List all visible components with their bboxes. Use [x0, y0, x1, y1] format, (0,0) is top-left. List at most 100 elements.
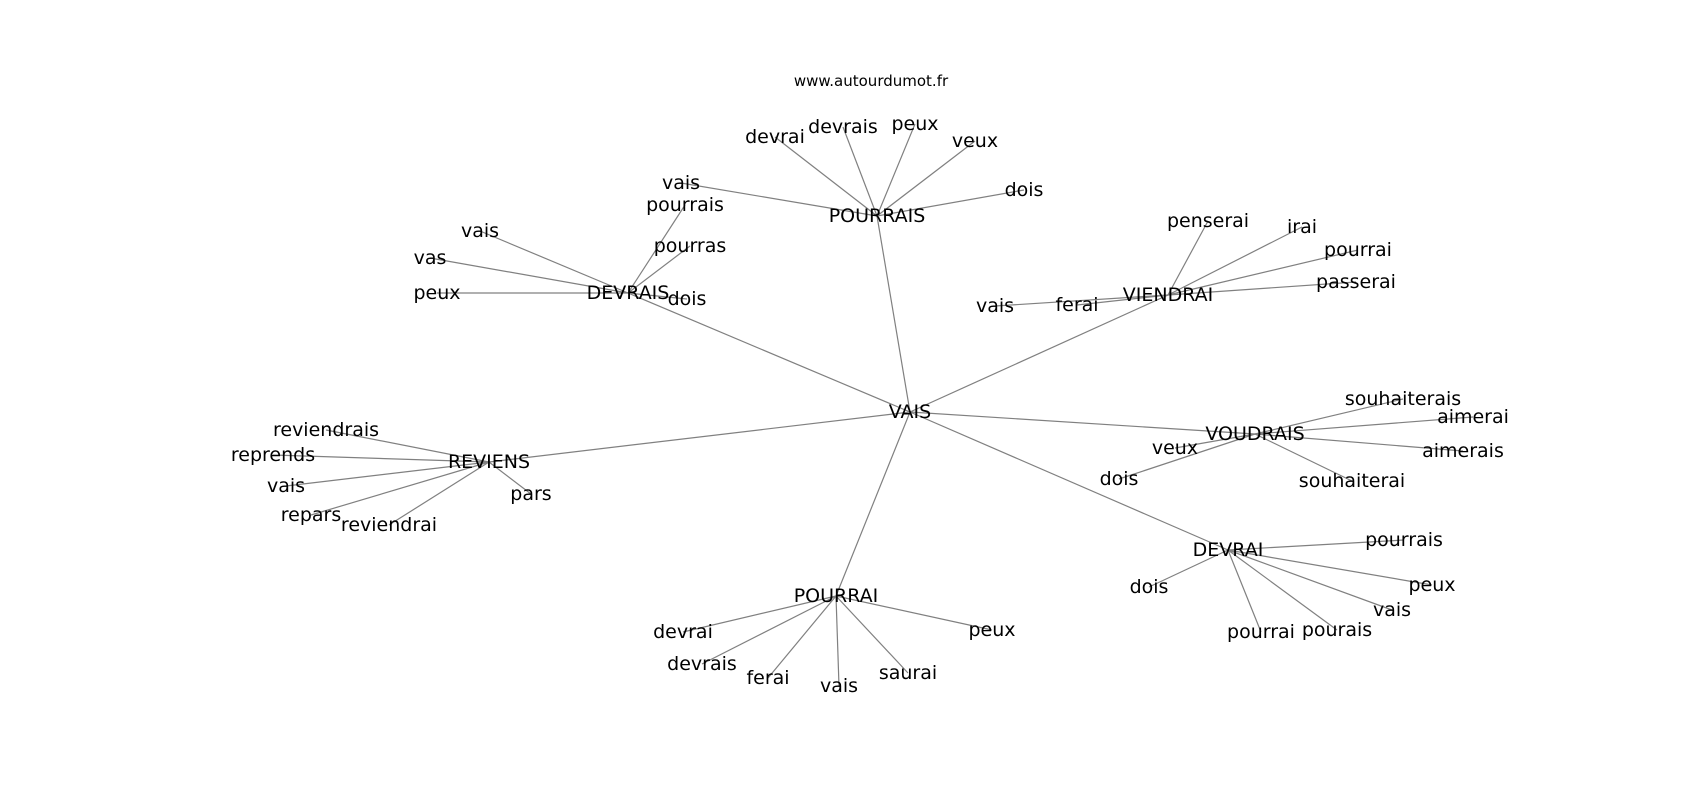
- edge-voudrais-veux: [1174, 433, 1256, 449]
- hub-node-pourrai: POURRAI: [794, 585, 879, 607]
- leaf-node-voudrais-veux: veux: [1152, 437, 1198, 459]
- edge-pourrai-peux: [835, 595, 993, 631]
- leaf-node-devrais-pourras: pourras: [654, 235, 727, 257]
- leaf-node-devrai-pourrai: pourrai: [1227, 621, 1295, 643]
- hub-node-pourrais: POURRAIS: [829, 205, 926, 227]
- edge-voudrais-dois: [1118, 433, 1256, 480]
- edge-root-pourrais: [876, 215, 911, 413]
- leaf-node-devrai-pourais: pourais: [1302, 619, 1372, 641]
- edge-pourrai-ferai: [767, 595, 837, 679]
- hub-node-reviens: REVIENS: [448, 451, 530, 473]
- leaf-node-pourrai-saurai: saurai: [879, 662, 937, 684]
- edge-pourrais-vais: [680, 182, 878, 217]
- edge-devrai-peux: [1227, 549, 1433, 586]
- root-node-vais: VAIS: [889, 401, 931, 423]
- edge-pourrais-devrai: [774, 136, 878, 217]
- leaf-node-viendrai-penserai: penserai: [1167, 210, 1249, 232]
- edge-reviens-reviendrai: [388, 461, 490, 526]
- hub-node-viendrai: VIENDRAI: [1123, 284, 1213, 306]
- leaf-node-devrai-vais: vais: [1373, 599, 1411, 621]
- edge-devrais-pourrais: [627, 204, 686, 294]
- edge-devrais-vas: [429, 257, 629, 294]
- leaf-node-devrais-pourrais: pourrais: [646, 194, 724, 216]
- edge-viendrai-passerai: [1167, 281, 1357, 296]
- edge-root-reviens: [488, 411, 911, 463]
- edge-devrai-dois: [1148, 549, 1229, 588]
- edge-devrai-pourais: [1227, 549, 1338, 631]
- edge-voudrais-aimerai: [1254, 416, 1474, 435]
- leaf-node-voudrais-souhaiterai: souhaiterai: [1299, 470, 1405, 492]
- edge-pourrais-dois: [876, 189, 1025, 217]
- leaf-node-reviens-repars: repars: [281, 504, 342, 526]
- edge-viendrai-pourrai: [1167, 249, 1359, 296]
- edge-viendrai-penserai: [1167, 220, 1209, 296]
- edge-pourrai-vais: [835, 595, 840, 687]
- graph-edges: [272, 123, 1474, 687]
- leaf-node-pourrai-devrais: devrais: [667, 653, 737, 675]
- leaf-node-reviens-vais: vais: [267, 475, 305, 497]
- hub-node-devrais: DEVRAIS: [587, 282, 670, 304]
- leaf-node-viendrai-irai: irai: [1287, 216, 1317, 238]
- edge-viendrai-ferai: [1076, 294, 1169, 306]
- leaf-node-reviens-reviendrai: reviendrai: [341, 514, 437, 536]
- edge-reviens-reprends: [272, 454, 490, 463]
- edge-pourrai-devrais: [701, 595, 837, 665]
- leaf-node-pourrai-vais: vais: [820, 675, 858, 697]
- edge-viendrai-vais: [994, 294, 1169, 307]
- hub-node-devrai: DEVRAI: [1193, 539, 1264, 561]
- leaf-node-devrai-peux: peux: [1408, 574, 1455, 596]
- edge-voudrais-aimerais: [1254, 433, 1464, 452]
- edge-reviens-pars: [488, 461, 532, 495]
- leaf-node-voudrais-aimerai: aimerai: [1437, 406, 1509, 428]
- leaf-node-pourrai-ferai: ferai: [746, 667, 789, 689]
- edge-pourrais-peux: [876, 123, 916, 217]
- edge-viendrai-irai: [1167, 226, 1303, 296]
- leaf-node-viendrai-pourrai: pourrai: [1324, 239, 1392, 261]
- leaf-node-pourrais-devrais: devrais: [808, 116, 878, 138]
- hub-node-voudrais: VOUDRAIS: [1205, 423, 1304, 445]
- edge-devrai-pourrai: [1227, 549, 1262, 633]
- leaf-node-voudrais-aimerais: aimerais: [1422, 440, 1504, 462]
- leaf-node-voudrais-dois: dois: [1100, 468, 1139, 490]
- edge-root-devrais: [627, 292, 911, 413]
- leaf-node-devrais-dois: dois: [668, 288, 707, 310]
- leaf-node-devrais-peux: peux: [413, 282, 460, 304]
- edge-root-devrai: [909, 411, 1229, 551]
- edge-devrais-pourras: [627, 245, 691, 294]
- leaf-node-devrais-vas: vas: [414, 247, 447, 269]
- leaf-node-reviens-pars: pars: [510, 483, 551, 505]
- leaf-node-devrais-vais: vais: [461, 220, 499, 242]
- edge-devrai-pourrais: [1227, 539, 1405, 551]
- edge-root-viendrai: [909, 294, 1169, 413]
- leaf-node-devrai-pourrais: pourrais: [1365, 529, 1443, 551]
- leaf-node-devrai-dois: dois: [1130, 576, 1169, 598]
- leaf-node-voudrais-souhaiterais: souhaiterais: [1345, 388, 1461, 410]
- edge-voudrais-souhaiterai: [1254, 433, 1353, 482]
- source-url: www.autourdumot.fr: [793, 72, 949, 90]
- edge-devrais-dois: [627, 292, 688, 300]
- edge-pourrai-devrai: [682, 595, 837, 633]
- leaf-node-reviens-reviendrais: reviendrais: [273, 419, 379, 441]
- leaf-node-pourrais-dois: dois: [1005, 179, 1044, 201]
- edge-pourrais-devrais: [842, 126, 878, 217]
- edge-reviens-repars: [310, 461, 490, 516]
- edge-pourrai-saurai: [835, 595, 909, 674]
- edge-reviens-vais: [285, 461, 490, 487]
- leaf-node-pourrai-peux: peux: [968, 619, 1015, 641]
- leaf-node-viendrai-passerai: passerai: [1316, 271, 1396, 293]
- edge-devrais-vais: [479, 230, 629, 294]
- leaf-node-pourrais-devrai: devrai: [745, 126, 805, 148]
- leaf-node-pourrais-peux: peux: [891, 113, 938, 135]
- leaf-node-pourrais-vais: vais: [662, 172, 700, 194]
- edge-devrai-vais: [1227, 549, 1393, 611]
- leaf-node-reviens-reprends: reprends: [231, 444, 315, 466]
- edge-root-voudrais: [909, 411, 1256, 435]
- edge-pourrais-veux: [876, 140, 976, 217]
- leaf-node-pourrais-veux: veux: [952, 130, 998, 152]
- edge-root-pourrai: [835, 411, 911, 597]
- leaf-node-viendrai-vais: vais: [976, 295, 1014, 317]
- edge-reviens-reviendrais: [325, 429, 490, 463]
- leaf-node-pourrai-devrai: devrai: [653, 621, 713, 643]
